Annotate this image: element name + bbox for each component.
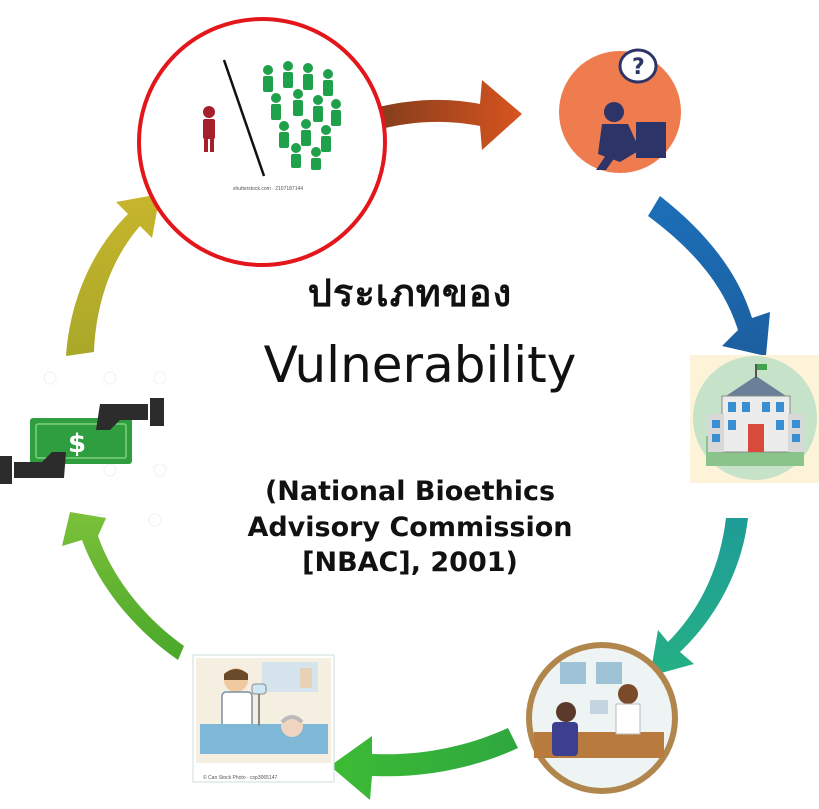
svg-text:$: $ — [68, 429, 86, 459]
svg-text:?: ? — [632, 55, 645, 80]
canstock-watermark: © Can Stock Photo - csp3065147 — [203, 775, 278, 781]
cycle-arrow-4 — [330, 728, 518, 800]
citation: (National Bioethics Advisory Commission … — [150, 474, 670, 581]
citation-line-3: [NBAC], 2001) — [302, 547, 518, 579]
minority-vs-majority-icon — [137, 17, 387, 267]
cycle-arrow-1 — [360, 80, 522, 150]
money-exchange-icon: $ — [0, 398, 164, 484]
citation-line-2: Advisory Commission — [247, 511, 573, 543]
thai-title: ประเภทของ — [307, 271, 513, 315]
cycle-arrow-2 — [648, 196, 770, 356]
doctor-patient-consultation-icon — [526, 642, 678, 794]
shutterstock-watermark: shutterstock.com · 2107187144 — [233, 186, 304, 192]
main-title: Vulnerability — [263, 336, 577, 394]
confused-thinker-icon: ? — [559, 48, 681, 173]
hospital-patient-icon — [192, 654, 335, 783]
cycle-arrow-5 — [62, 512, 184, 660]
cycle-arrow-6 — [66, 194, 160, 356]
citation-line-1: (National Bioethics — [264, 476, 556, 507]
cycle-arrow-3 — [650, 518, 748, 676]
institution-building-icon — [690, 355, 819, 483]
